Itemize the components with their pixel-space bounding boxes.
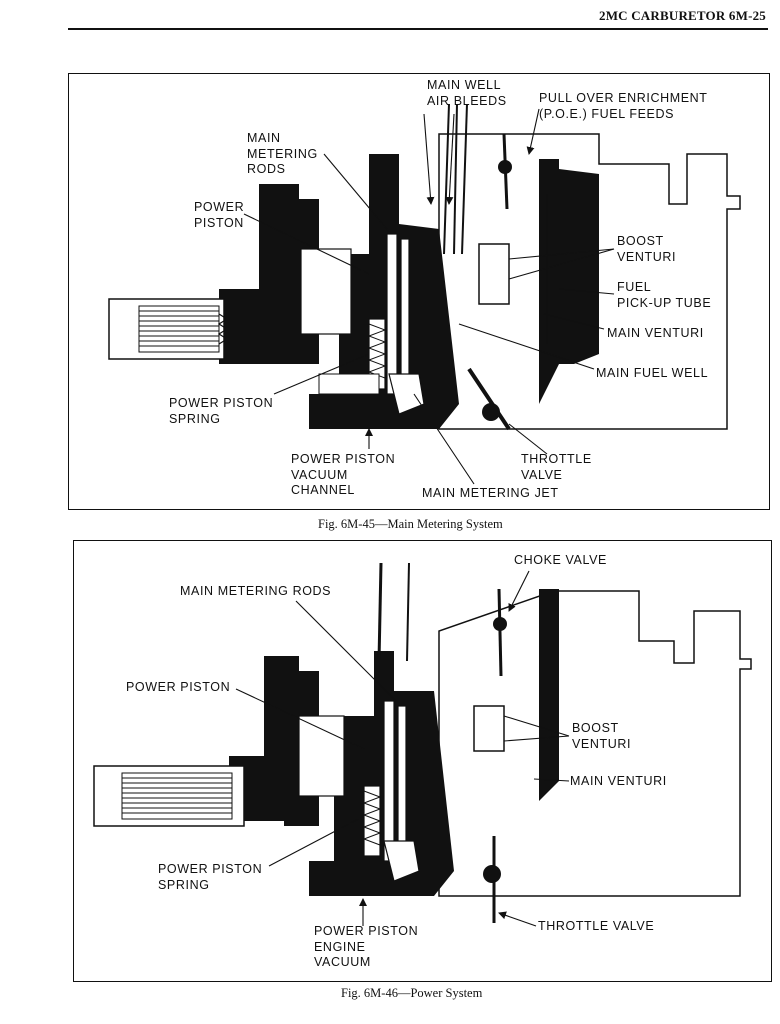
label-main-venturi: MAIN VENTURI <box>607 326 704 340</box>
label-throttle-valve: THROTTLE VALVE <box>521 452 592 482</box>
label-fuel-pickup-tube: FUEL PICK-UP TUBE <box>617 280 712 310</box>
label-main-well-air-bleeds: MAIN WELL AIR BLEEDS <box>427 78 507 108</box>
label-boost-venturi: BOOST VENTURI <box>617 234 677 264</box>
carburetor-diagram-main-metering <box>108 103 741 485</box>
label-power-piston-engine-vacuum: POWER PISTON ENGINE VACUUM <box>314 924 419 969</box>
caption-fig-6m-46: Fig. 6M-46—Power System <box>341 986 483 1000</box>
leader-lines-fig1 <box>243 108 615 485</box>
label-power-piston: POWER PISTON <box>194 200 245 230</box>
carb-body-fig2 <box>93 562 752 923</box>
label-main-venturi: MAIN VENTURI <box>570 774 667 788</box>
label-choke-valve: CHOKE VALVE <box>514 553 607 567</box>
label-main-metering-rods: MAIN METERING RODS <box>247 131 318 176</box>
caption-fig-6m-45: Fig. 6M-45—Main Metering System <box>318 517 503 531</box>
label-power-piston-spring: POWER PISTON SPRING <box>169 396 274 426</box>
page-header: 2MC CARBURETOR 6M-25 <box>599 8 766 23</box>
label-power-piston-vacuum-channel: POWER PISTON VACUUM CHANNEL <box>291 452 396 497</box>
label-main-metering-rods: MAIN METERING RODS <box>180 584 332 598</box>
label-power-piston: POWER PISTON <box>126 680 231 694</box>
label-main-fuel-well: MAIN FUEL WELL <box>596 366 709 380</box>
label-power-piston-spring: POWER PISTON SPRING <box>158 862 263 892</box>
figure-main-metering-system: MAIN WELL AIR BLEEDS PULL OVER ENRICHMEN… <box>68 73 770 510</box>
figure-power-system: CHOKE VALVE MAIN METERING RODS POWER PIS… <box>73 540 772 982</box>
header-rule <box>68 28 768 30</box>
leader-lines-fig2 <box>235 570 570 927</box>
label-boost-venturi: BOOST VENTURI <box>572 721 632 751</box>
label-main-metering-jet: MAIN METERING JET <box>422 486 559 500</box>
carburetor-diagram-power-system <box>93 562 752 927</box>
label-throttle-valve: THROTTLE VALVE <box>538 919 655 933</box>
label-poe-fuel-feeds: PULL OVER ENRICHMENT (P.O.E.) FUEL FEEDS <box>539 91 708 121</box>
carb-body-fig1 <box>108 103 741 431</box>
